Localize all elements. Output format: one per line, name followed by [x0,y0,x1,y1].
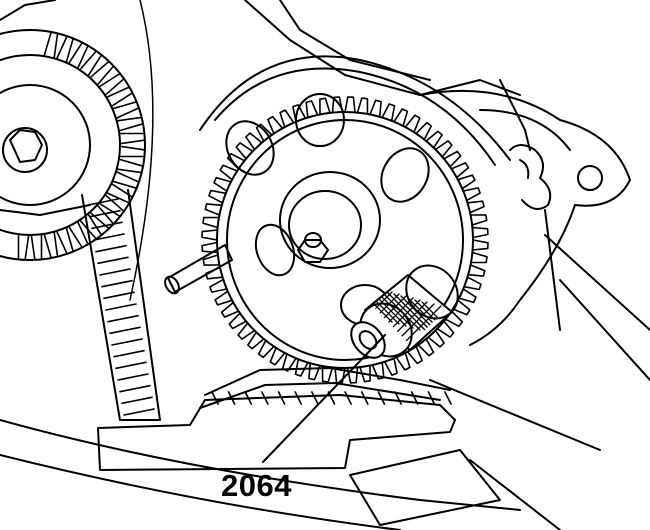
camshaft-gear-icon [201,93,489,384]
knurled-tool-icon [350,264,459,359]
left-sprocket-icon [0,0,146,261]
tensioner-icon [419,79,631,346]
lower-plate [97,394,501,526]
timing-belt [81,55,511,421]
pin-icon [164,244,233,295]
part-number-callout: 2064 [221,468,292,503]
callout-leader-line [262,334,386,463]
